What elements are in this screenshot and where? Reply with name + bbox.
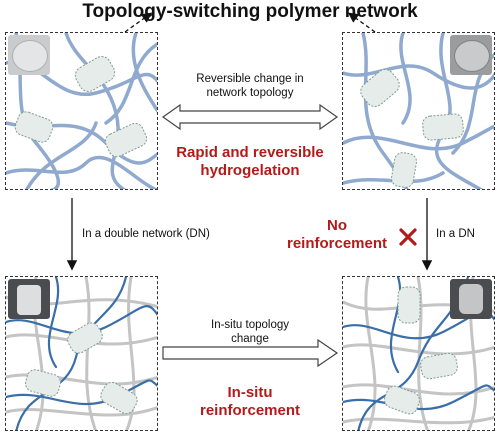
dashed-arrow-left xyxy=(124,12,153,33)
hydrogel-photo-inset xyxy=(8,35,50,75)
dn-network-bottom-left xyxy=(6,277,157,430)
reversible-change-label: Reversible change in network topology xyxy=(196,73,304,99)
dashed-arrow-right xyxy=(347,12,376,33)
no-reinforcement-label: No reinforcement xyxy=(286,217,388,252)
in-situ-topology-label: In-situ topology change xyxy=(211,319,289,345)
hydrogel-photo-inset xyxy=(8,279,50,319)
panel-top-left xyxy=(5,32,158,190)
double-hollow-arrow-icon xyxy=(161,103,339,131)
network-top-left xyxy=(6,33,157,189)
hollow-right-arrow-icon xyxy=(162,338,339,368)
cross-mark-icon xyxy=(399,228,417,246)
hydrogel-photo-inset xyxy=(450,279,492,319)
in-situ-reinforcement-label: In-situ reinforcement xyxy=(199,384,301,419)
hydrogel-photo-inset xyxy=(450,35,492,75)
figure-title: Topology-switching polymer network xyxy=(82,1,418,22)
panel-top-right xyxy=(342,32,495,190)
double-network-label: In a double network (DN) xyxy=(82,228,210,240)
panel-bottom-left xyxy=(5,276,158,431)
panel-bottom-right xyxy=(342,276,495,431)
rapid-hydrogelation-label: Rapid and reversible hydrogelation xyxy=(176,144,324,179)
nanotube-bundle-icon xyxy=(14,56,148,158)
in-a-dn-label: In a DN xyxy=(436,228,475,240)
